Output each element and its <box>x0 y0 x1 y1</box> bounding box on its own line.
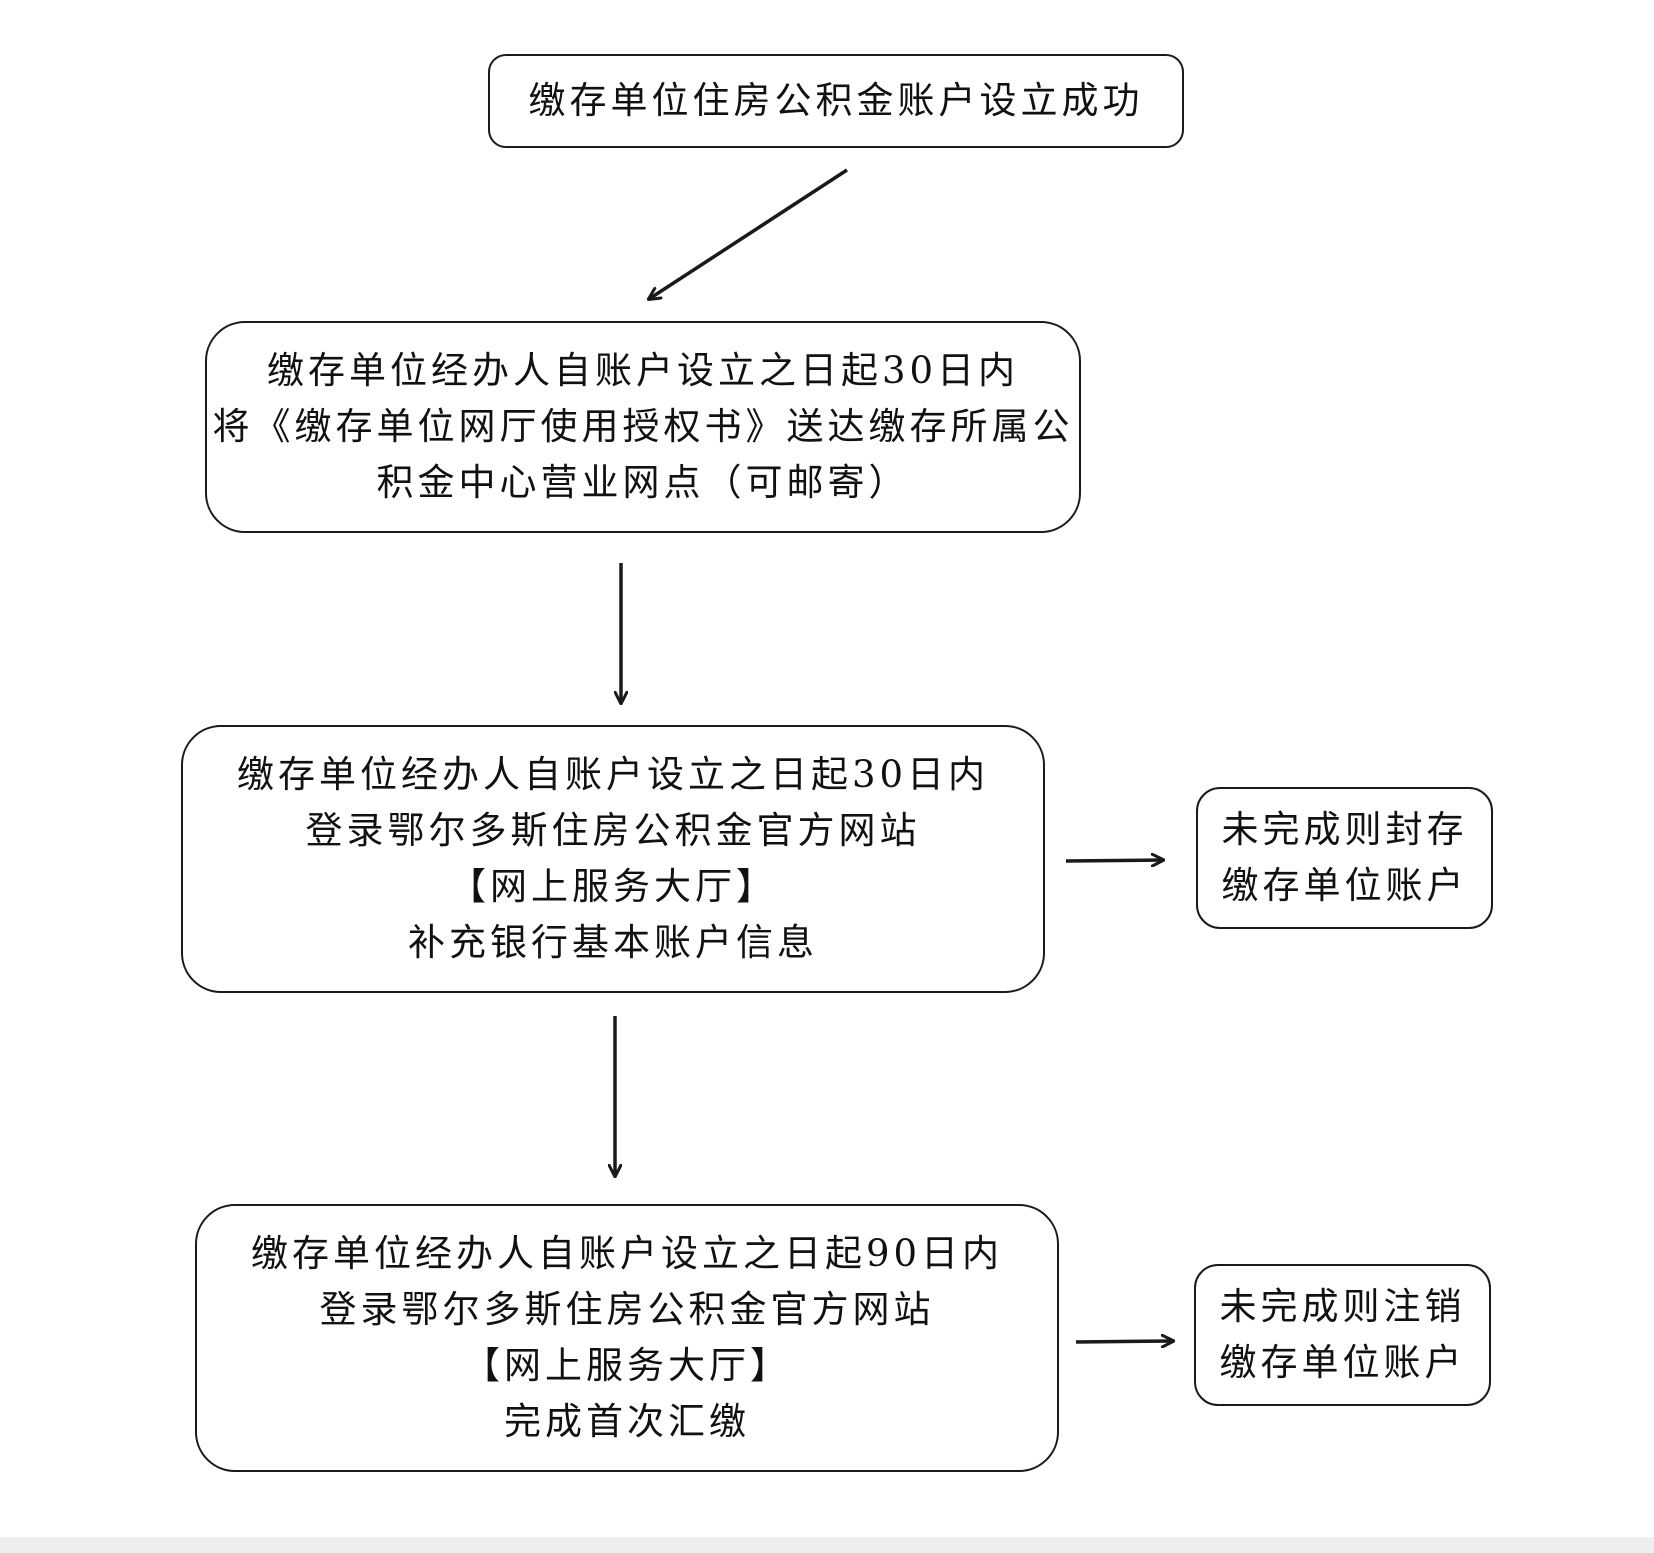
node-text-line: 登录鄂尔多斯住房公积金官方网站 <box>305 809 921 852</box>
node-first-payment: 缴存单位经办人自账户设立之日起90日内 登录鄂尔多斯住房公积金官方网站 【网上服… <box>195 1204 1059 1472</box>
node-text-line: 未完成则注销 <box>1219 1285 1466 1328</box>
arrow-bank-account-to-seal <box>1065 860 1163 861</box>
arrow-first-payment-to-cancel <box>1075 1341 1173 1342</box>
node-text-line: 补充银行基本账户信息 <box>408 921 818 964</box>
page-bottom-strip <box>0 1537 1654 1553</box>
node-text-line: 缴存单位经办人自账户设立之日起90日内 <box>250 1232 1004 1275</box>
node-text-line: 【网上服务大厅】 <box>463 1344 791 1387</box>
node-add-bank-account: 缴存单位经办人自账户设立之日起30日内 登录鄂尔多斯住房公积金官方网站 【网上服… <box>181 725 1045 993</box>
node-text-line: 缴存单位账户 <box>1221 864 1468 907</box>
node-account-established: 缴存单位住房公积金账户设立成功 <box>488 54 1184 148</box>
node-text-line: 【网上服务大厅】 <box>449 865 777 908</box>
node-text-line: 将《缴存单位网厅使用授权书》送达缴存所属公 <box>212 405 1074 448</box>
node-text-line: 未完成则封存 <box>1221 808 1468 851</box>
node-text-line: 完成首次汇缴 <box>504 1400 750 1443</box>
node-text-line: 缴存单位经办人自账户设立之日起30日内 <box>266 349 1020 392</box>
node-text-line: 登录鄂尔多斯住房公积金官方网站 <box>319 1288 935 1331</box>
node-cancel-account: 未完成则注销 缴存单位账户 <box>1194 1264 1491 1406</box>
node-text-line: 缴存单位经办人自账户设立之日起30日内 <box>236 753 990 796</box>
node-text-line: 缴存单位账户 <box>1219 1341 1466 1384</box>
node-text-line: 缴存单位住房公积金账户设立成功 <box>528 79 1144 122</box>
node-seal-account: 未完成则封存 缴存单位账户 <box>1196 787 1493 929</box>
node-text-line: 积金中心营业网点（可邮寄） <box>376 461 910 504</box>
node-deliver-authorization: 缴存单位经办人自账户设立之日起30日内 将《缴存单位网厅使用授权书》送达缴存所属… <box>205 321 1081 533</box>
arrow-established-to-authorization <box>649 168 848 299</box>
